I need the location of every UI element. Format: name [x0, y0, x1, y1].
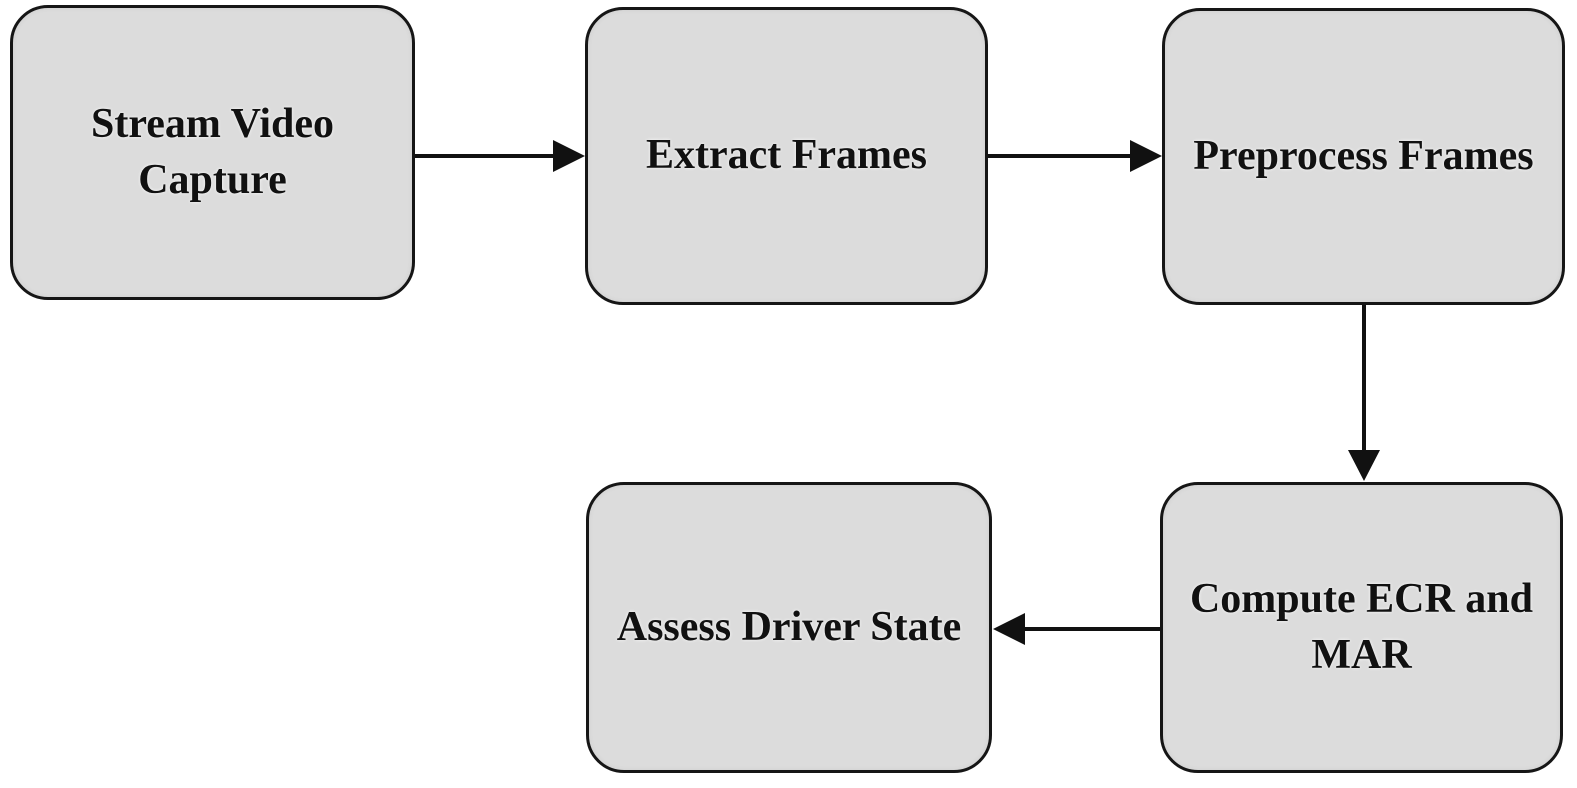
- arrow-extract-to-preprocess: [988, 140, 1162, 172]
- node-compute-ecr-mar: Compute ECR and MAR: [1160, 482, 1563, 773]
- arrow-compute-to-assess: [993, 613, 1160, 645]
- node-extract-frames: Extract Frames: [585, 7, 988, 305]
- node-extract-frames-label: Extract Frames: [645, 132, 928, 179]
- node-stream-video-capture: Stream Video Capture: [10, 5, 415, 300]
- node-compute-ecr-mar-label: Compute ECR and MAR: [1189, 576, 1534, 678]
- node-assess-driver-state-label: Assess Driver State: [616, 603, 962, 650]
- arrow-stream-to-extract: [415, 140, 585, 172]
- node-preprocess-frames-label: Preprocess Frames: [1193, 132, 1534, 179]
- node-stream-video-capture-label: Stream Video Capture: [90, 101, 335, 203]
- node-preprocess-frames: Preprocess Frames: [1162, 8, 1565, 305]
- arrow-preprocess-to-compute: [1348, 305, 1380, 481]
- node-assess-driver-state: Assess Driver State: [586, 482, 992, 773]
